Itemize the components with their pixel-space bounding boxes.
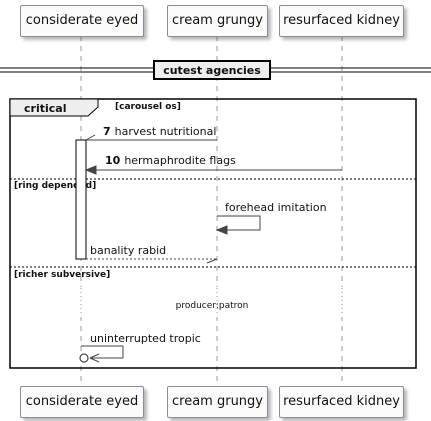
delay-text: producer:patron	[176, 301, 249, 311]
message-text: hermaphrodite flags	[124, 154, 236, 167]
participant-resurfaced-kidney: resurfaced kidney	[279, 5, 404, 37]
divider-box	[153, 60, 271, 80]
divider: cutest agencies	[0, 60, 431, 80]
message-harvest-nutritional: 7 harvest nutritional	[85, 125, 217, 141]
group-condition: [carousel os]	[115, 102, 181, 112]
participant-cream-grungy-bottom: cream grungy	[167, 386, 268, 418]
message-forehead-imitation: forehead imitation	[215, 201, 327, 235]
message-text: harvest nutritional	[115, 125, 217, 138]
activation-bar	[75, 139, 87, 260]
message-text: uninterrupted tropic	[90, 332, 201, 345]
participant-considerate-eyed: considerate eyed	[20, 5, 144, 37]
section-condition-richer-subversive: [richer subversive]	[14, 270, 110, 280]
message-banality-rabid: banality rabid	[86, 244, 218, 264]
group-label-tab	[9, 98, 99, 117]
message-text: forehead imitation	[225, 201, 327, 214]
delay: producer:patron	[80, 287, 343, 317]
message-text: banality rabid	[90, 244, 166, 257]
participant-resurfaced-kidney-bottom: resurfaced kidney	[279, 386, 404, 418]
endpoint-circle	[79, 353, 89, 363]
participant-cream-grungy: cream grungy	[167, 5, 268, 37]
message-number: 7	[103, 125, 111, 138]
participant-considerate-eyed-bottom: considerate eyed	[20, 386, 144, 418]
group-frame: critical [carousel os] [ring depended] […	[9, 98, 417, 369]
message-uninterrupted-tropic: uninterrupted tropic	[79, 332, 201, 363]
section-condition-ring-depended: [ring depended]	[14, 181, 96, 191]
message-number: 10	[105, 154, 121, 167]
group-keyword: critical	[24, 102, 66, 115]
divider-label: cutest agencies	[163, 64, 261, 77]
